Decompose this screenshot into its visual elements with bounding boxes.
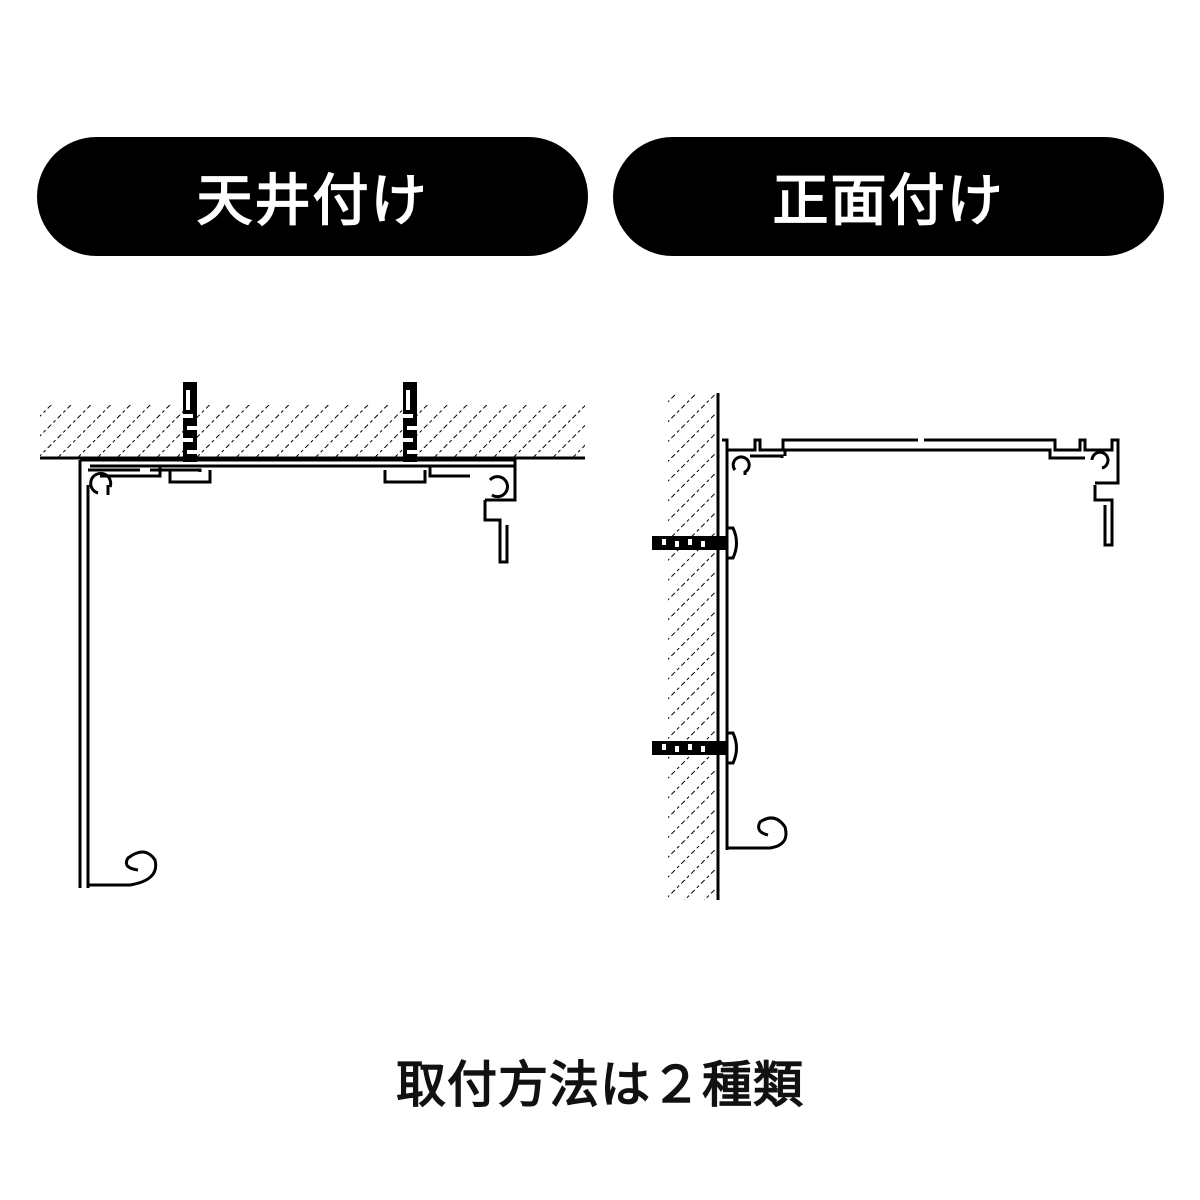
bottom-hook-left xyxy=(88,850,158,887)
front-rail-body xyxy=(725,448,1085,850)
wall-screw-2 xyxy=(652,741,728,755)
wall-hatch xyxy=(668,393,718,900)
rail-curl-left xyxy=(89,471,113,495)
front-rail-top xyxy=(722,438,1120,485)
ceiling-mount-text: 天井付け xyxy=(196,169,429,234)
ceiling-hatch xyxy=(40,405,585,458)
front-mount-diagram xyxy=(668,393,1120,900)
caption: 取付方法は２種類 xyxy=(396,1056,804,1114)
ceiling-mount-diagram xyxy=(40,405,585,888)
screw-2 xyxy=(403,382,417,462)
front-mount-text: 正面付け xyxy=(772,169,1005,234)
rail-hook-right xyxy=(483,475,509,564)
rail-clips xyxy=(168,466,470,484)
screw-1 xyxy=(183,382,197,462)
ceiling-mount-label: 天井付け xyxy=(37,137,588,256)
bottom-hook-right xyxy=(727,816,788,850)
front-mount-label: 正面付け xyxy=(613,137,1164,256)
screw-heads xyxy=(727,526,738,765)
rail-body xyxy=(78,458,517,888)
wall-screw-1 xyxy=(652,536,728,550)
front-rail-hooks xyxy=(731,450,1114,547)
